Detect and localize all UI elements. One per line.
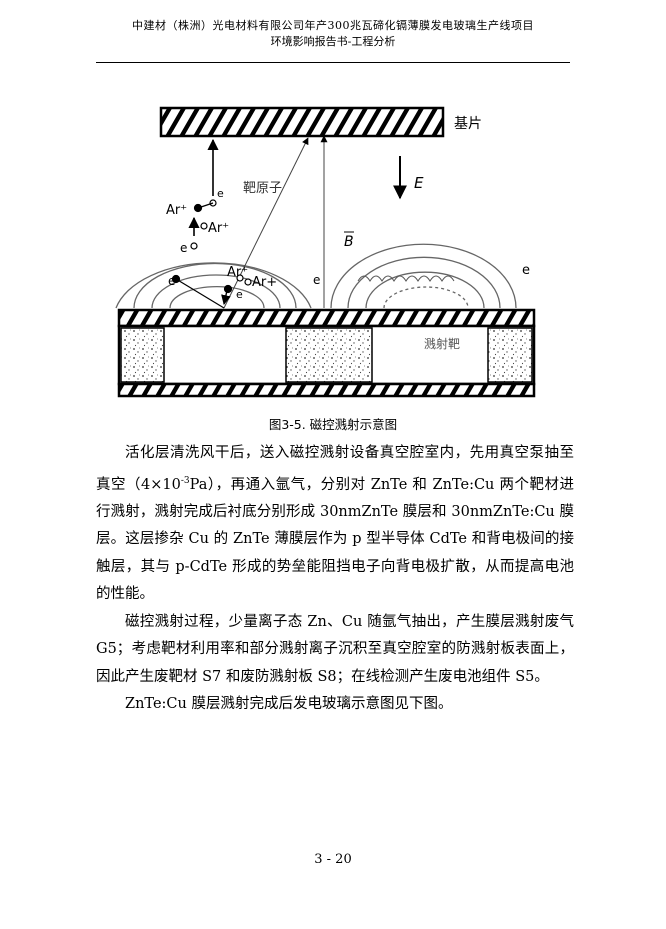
ar-plus-label-4: Ar+ — [252, 275, 277, 290]
electron-label-1: e — [217, 187, 224, 200]
e-field-label: E — [414, 174, 424, 192]
header-rule — [96, 62, 570, 63]
electron-label-center: e — [313, 273, 320, 287]
target-atom-label: 靶原子 — [243, 181, 282, 196]
paragraph-1-part-a: 活化层清洗风干后，送入磁控溅射设备真空腔室内，先用真空泵抽至真空（4×10 — [96, 445, 574, 493]
header-subtitle: 环境影响报告书-工程分析 — [270, 35, 396, 48]
b-field-label: B — [344, 234, 354, 250]
paragraph-2: 磁控溅射过程，少量离子态 Zn、Cu 随氩气抽出，产生膜层溅射废气 G5；考虑靶… — [96, 613, 574, 685]
magnetron-sputtering-diagram: 基片 溅射靶 E B e 靶原子 — [115, 106, 536, 398]
figure-caption: 图3-5. 磁控溅射示意图 — [268, 417, 398, 432]
target-assembly — [117, 308, 536, 398]
particle-labels: Ar⁺ e Ar⁺ e e Ar⁺ Ar+ e e — [166, 187, 530, 301]
electron-label-right: e — [522, 263, 530, 278]
page-header: 中建材（株洲）光电材料有限公司年产300兆瓦碲化镉薄膜发电玻璃生产线项目 环境影… — [96, 18, 570, 50]
paragraph-3: ZnTe:Cu 膜层溅射完成后发电玻璃示意图见下图。 — [125, 696, 453, 713]
exponent: -3 — [180, 475, 190, 486]
field-lines-left — [115, 262, 312, 309]
electron-spiral-path — [357, 275, 455, 282]
header-title: 中建材（株洲）光电材料有限公司年产300兆瓦碲化镉薄膜发电玻璃生产线项目 — [132, 19, 534, 32]
paragraph-1-part-b: Pa），再通入氩气，分别对 ZnTe 和 ZnTe:Cu 两个靶材进行溅射，溅射… — [96, 476, 574, 603]
ar-plus-label-3: Ar⁺ — [227, 265, 248, 280]
page-number: 3 - 20 — [314, 852, 352, 867]
particles — [171, 199, 252, 309]
sputter-target-label: 溅射靶 — [424, 336, 460, 351]
ar-plus-label-2: Ar⁺ — [208, 221, 229, 236]
substrate-label: 基片 — [454, 115, 482, 132]
substrate-plate — [159, 106, 445, 138]
ar-plus-label-1: Ar⁺ — [166, 203, 187, 218]
field-lines-right — [330, 243, 517, 309]
electron-label-2: e — [180, 241, 187, 255]
body-text: 活化层清洗风干后，送入磁控溅射设备真空腔室内，先用真空泵抽至真空（4×10-3P… — [96, 440, 574, 719]
paragraph-1: 活化层清洗风干后，送入磁控溅射设备真空腔室内，先用真空泵抽至真空（4×10-3P… — [96, 440, 574, 609]
electron-label-4: e — [236, 288, 243, 301]
electron-label-3: e — [168, 274, 175, 288]
